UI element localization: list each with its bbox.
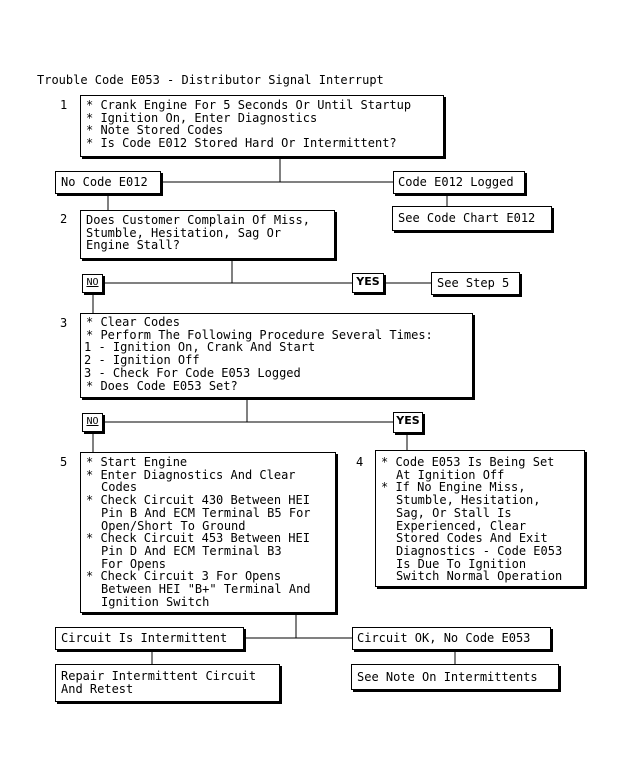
step-4-line: Stumble, Hesitation, xyxy=(396,493,541,508)
step-5-line: * Check Circuit 3 For Opens xyxy=(86,569,282,584)
see-note-intermittents-box: See Note On Intermittents xyxy=(351,664,559,690)
see-code-chart-e012-label: See Code Chart E012 xyxy=(398,211,536,225)
step-3-line: * Clear Codes xyxy=(86,315,180,329)
step-4-line: * Code E053 Is Being Set xyxy=(381,455,555,469)
step-3-box: * Clear Codes * Perform The Following Pr… xyxy=(80,313,473,398)
no-tag-step-3: NO xyxy=(82,413,103,432)
step-5-line: * Check Circuit 453 Between HEI xyxy=(86,531,310,546)
step-5-line: For Opens xyxy=(101,556,167,571)
step-2-line: Engine Stall? xyxy=(86,238,180,253)
step-3-line: 2 - Ignition Off xyxy=(84,353,200,368)
step-5-line: Between HEI "B+" Terminal And xyxy=(101,582,311,597)
no-label: NO xyxy=(86,277,99,288)
circuit-ok-label: Circuit OK, No Code E053 xyxy=(357,631,531,645)
step-5-box: * Start Engine * Enter Diagnostics And C… xyxy=(80,452,336,613)
step-3-line: 3 - Check For Code E053 Logged xyxy=(84,365,301,380)
no-code-e012-box: No Code E012 xyxy=(55,171,161,194)
step-2-line: Does Customer Complain Of Miss, xyxy=(86,213,310,227)
step-5-line: Ignition Switch xyxy=(101,594,210,609)
see-note-intermittents-label: See Note On Intermittents xyxy=(357,670,538,684)
step-5-line: Pin D And ECM Terminal B3 xyxy=(101,543,282,558)
yes-tag-step-2: YES xyxy=(352,273,384,293)
step-1-line: * Crank Engine For 5 Seconds Or Until St… xyxy=(86,98,412,112)
step-4-line: Is Due To Ignition xyxy=(396,556,527,571)
step-5-line: Open/Short To Ground xyxy=(101,518,246,533)
see-step-5-box: See Step 5 xyxy=(431,272,520,295)
step-1-line: * Is Code E012 Stored Hard Or Intermitte… xyxy=(86,136,397,151)
step-3-line: 1 - Ignition On, Crank And Start xyxy=(84,340,316,355)
circuit-ok-box: Circuit OK, No Code E053 xyxy=(352,627,551,650)
no-label: NO xyxy=(86,416,99,427)
chart-title: Trouble Code E053 - Distributor Signal I… xyxy=(37,73,384,87)
step-4-box: * Code E053 Is Being Set At Ignition Off… xyxy=(375,450,585,587)
step-1-line: * Note Stored Codes xyxy=(86,123,224,138)
code-e012-logged-label: Code E012 Logged xyxy=(398,175,514,189)
step-4-line: Stored Codes And Exit xyxy=(396,531,548,546)
step-4-line: Diagnostics - Code E053 xyxy=(396,543,563,558)
circuit-intermittent-box: Circuit Is Intermittent xyxy=(55,627,244,650)
step-number-3: 3 xyxy=(60,316,68,330)
step-2-line: Stumble, Hesitation, Sag Or xyxy=(86,225,282,240)
step-number-5: 5 xyxy=(60,455,68,469)
step-5-line: * Check Circuit 430 Between HEI xyxy=(86,493,310,508)
no-tag-step-2: NO xyxy=(82,274,103,293)
step-4-line: At Ignition Off xyxy=(396,467,505,482)
yes-label: YES xyxy=(356,275,380,288)
repair-intermittent-line: And Retest xyxy=(61,681,134,696)
yes-label: YES xyxy=(396,414,420,427)
step-number-4: 4 xyxy=(356,455,364,469)
see-code-chart-e012-box: See Code Chart E012 xyxy=(392,206,552,231)
step-4-line: Switch Normal Operation xyxy=(396,569,563,584)
step-number-2: 2 xyxy=(60,212,68,226)
code-e012-logged-box: Code E012 Logged xyxy=(393,171,525,194)
no-code-e012-label: No Code E012 xyxy=(61,175,148,189)
repair-intermittent-box: Repair Intermittent Circuit And Retest xyxy=(55,664,280,702)
step-5-line: Pin B And ECM Terminal B5 For xyxy=(101,505,311,520)
step-5-line: * Start Engine xyxy=(86,455,188,469)
step-4-line: * If No Engine Miss, xyxy=(381,480,526,495)
step-number-1: 1 xyxy=(60,98,68,112)
step-5-line: Codes xyxy=(101,480,138,495)
step-1-box: * Crank Engine For 5 Seconds Or Until St… xyxy=(80,95,444,157)
step-1-line: * Ignition On, Enter Diagnostics xyxy=(86,110,318,125)
repair-intermittent-line: Repair Intermittent Circuit xyxy=(61,669,257,683)
step-5-line: * Enter Diagnostics And Clear xyxy=(86,467,296,482)
step-4-line: Sag, Or Stall Is xyxy=(396,505,512,520)
see-step-5-label: See Step 5 xyxy=(437,276,510,290)
circuit-intermittent-label: Circuit Is Intermittent xyxy=(61,631,228,645)
step-3-line: * Perform The Following Procedure Severa… xyxy=(86,327,433,342)
step-3-line: * Does Code E053 Set? xyxy=(86,378,238,393)
step-2-box: Does Customer Complain Of Miss, Stumble,… xyxy=(80,210,335,259)
yes-tag-step-3: YES xyxy=(393,412,423,433)
step-4-line: Experienced, Clear xyxy=(396,518,527,533)
